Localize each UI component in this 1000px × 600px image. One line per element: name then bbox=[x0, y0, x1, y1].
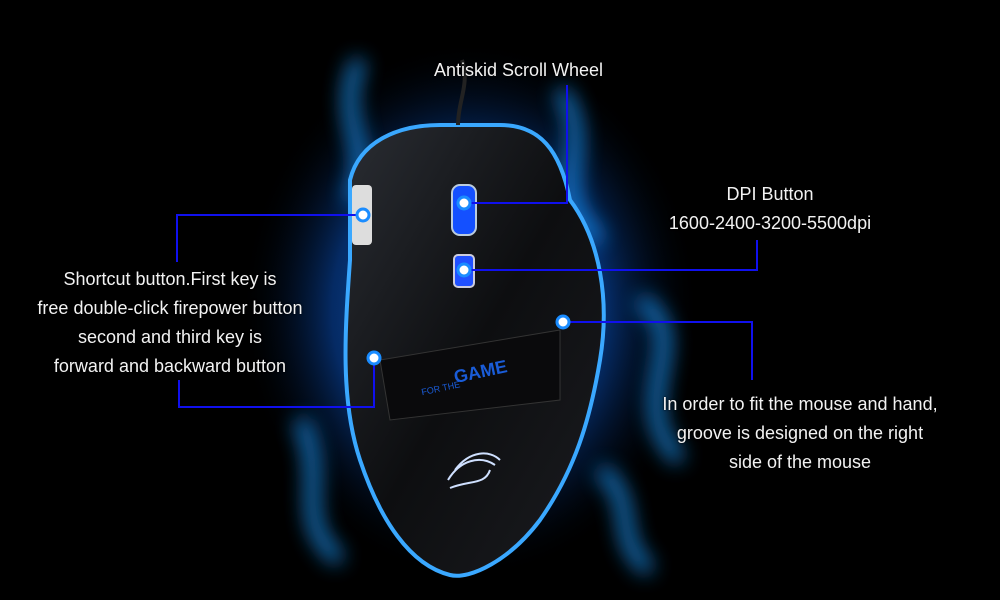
groove-line: side of the mouse bbox=[728, 452, 872, 472]
scroll-wheel-label: Antiskid Scroll Wheel bbox=[434, 60, 604, 80]
groove-line: In order to fit the mouse and hand, bbox=[662, 394, 938, 414]
shortcut-label: Shortcut button.First key is free double… bbox=[5, 265, 335, 381]
shortcut-line: forward and backward button bbox=[53, 356, 287, 376]
callout-lines bbox=[176, 85, 758, 408]
palm-divider bbox=[379, 329, 561, 421]
groove-line: groove is designed on the right bbox=[676, 423, 924, 443]
shortcut-line: Shortcut button.First key is bbox=[63, 269, 277, 289]
dpi-title: DPI Button bbox=[726, 184, 814, 204]
dpi-values: 1600-2400-3200-5500dpi bbox=[668, 213, 872, 233]
shortcut-line: free double-click firepower button bbox=[37, 298, 303, 318]
groove-label: In order to fit the mouse and hand, groo… bbox=[630, 390, 970, 477]
callout-dots bbox=[355, 195, 571, 366]
dpi-label: DPI Button 1600-2400-3200-5500dpi bbox=[640, 180, 900, 238]
shortcut-line: second and third key is bbox=[77, 327, 263, 347]
dragon-logo bbox=[447, 452, 501, 489]
mouse-cable bbox=[456, 59, 467, 126]
